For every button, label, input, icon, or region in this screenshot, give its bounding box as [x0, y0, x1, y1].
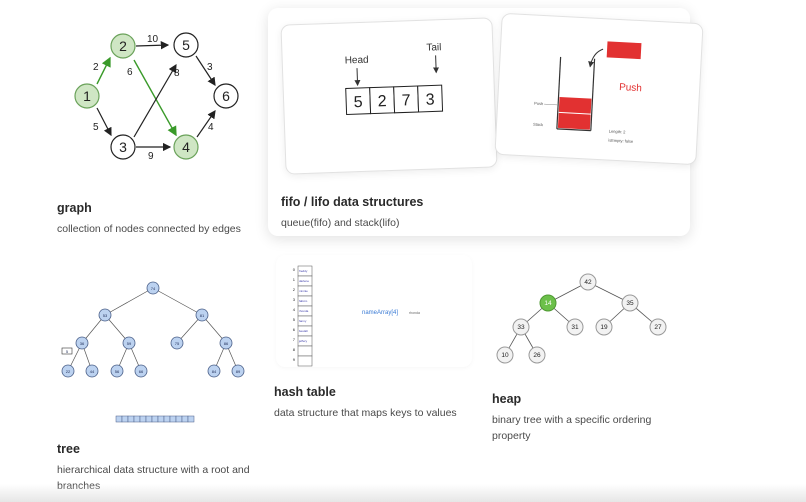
- hash-entry: rhonda: [299, 309, 309, 313]
- hash-index: 8: [293, 347, 296, 352]
- heap-node: 33: [517, 324, 525, 331]
- heap-node: 14: [544, 300, 552, 307]
- queue-cell: 2: [377, 93, 387, 110]
- heap-node: 19: [600, 324, 608, 331]
- weight-label: 5: [93, 122, 99, 133]
- hash-table-card[interactable]: 0 1 2 3 4 5 6 7 8 9 freddy darlene minni: [268, 255, 478, 430]
- array-strip: [115, 415, 195, 423]
- graph-node: 2: [119, 38, 127, 54]
- tree-node: 86: [224, 341, 229, 346]
- tree-node: 74: [151, 286, 156, 291]
- graph-node: 3: [119, 139, 127, 155]
- heap-illustration: 42 14 35 33 31 19 27 10 26: [496, 273, 667, 364]
- tree-node: 66: [139, 369, 144, 374]
- hash-index: 0: [293, 267, 296, 272]
- stack-info: isEmpty: false: [608, 138, 634, 144]
- queue-cell: 3: [425, 91, 435, 108]
- hash-index: 1: [293, 277, 296, 282]
- stack-illustration: Push Push Stack Length: 2 isEmpty: false: [494, 12, 704, 166]
- hash-result: rhonda: [409, 311, 420, 315]
- heap-node: 42: [584, 279, 592, 286]
- hash-index: 6: [293, 327, 296, 332]
- heap-node: 31: [571, 324, 579, 331]
- weight-label: 2: [93, 62, 99, 73]
- hash-entry: freddy: [299, 269, 308, 273]
- hash-entry: beulah: [299, 329, 308, 333]
- hash-entry: jeffery: [298, 339, 308, 343]
- hash-index: 5: [293, 317, 296, 322]
- heap-node: 26: [533, 352, 541, 359]
- tree-node: 84: [212, 369, 217, 374]
- graph-node: 1: [83, 88, 91, 104]
- heap-card[interactable]: 42 14 35 33 31 19 27 10 26 heap binary t…: [486, 262, 696, 452]
- hash-index: 7: [293, 337, 296, 342]
- push-label: Push: [619, 82, 642, 94]
- weight-label: 9: [148, 151, 154, 162]
- fifo-lifo-card[interactable]: Head Tail 5 2 7 3 Push Push Stack: [268, 8, 704, 236]
- tree-node: 89: [236, 369, 241, 374]
- heap-node: 10: [501, 352, 509, 359]
- tree-card[interactable]: 74 53 81 36 59 75 86 22 44 56 66 84 89 5…: [50, 270, 265, 495]
- tree-node: 75: [175, 341, 180, 346]
- graph-node: 6: [222, 88, 230, 104]
- weight-label: 4: [208, 122, 214, 133]
- card-title: hash table: [274, 385, 336, 399]
- card-description: queue(fifo) and stack(lifo): [281, 217, 400, 229]
- tree-illustration: 74 53 81 36 59 75 86 22 44 56 66 84 89 5: [61, 281, 245, 423]
- card-description: data structure that maps keys to values: [274, 407, 457, 419]
- tree-node: 59: [127, 341, 132, 346]
- hash-index: 2: [293, 287, 296, 292]
- graph-node: 5: [182, 37, 190, 53]
- card-description: collection of nodes connected by edges: [57, 223, 241, 235]
- push-block: [606, 41, 642, 60]
- stack-info: Length: 2: [609, 129, 627, 135]
- hash-entry: fabcro: [299, 299, 308, 303]
- tree-node: 22: [66, 369, 71, 374]
- tree-node: 81: [200, 313, 205, 318]
- card-title: heap: [492, 392, 522, 406]
- stack-side-label: Push: [534, 101, 543, 106]
- queue-head-label: Head: [345, 55, 369, 67]
- hash-index: 9: [293, 357, 296, 362]
- queue-cell: 5: [353, 94, 363, 111]
- weight-label: 10: [147, 34, 159, 45]
- graph-node: 4: [182, 139, 190, 155]
- hash-entry: minnie: [299, 289, 308, 293]
- weight-label: 8: [174, 68, 180, 79]
- tree-node: 44: [90, 369, 95, 374]
- heap-node: 35: [626, 300, 634, 307]
- hash-entry: darlene: [299, 279, 309, 283]
- card-title: graph: [57, 201, 92, 215]
- card-title: fifo / lifo data structures: [281, 195, 424, 209]
- tree-node: 56: [115, 369, 120, 374]
- tree-node: 5: [66, 349, 69, 354]
- hash-index: 4: [293, 307, 296, 312]
- hash-entry: fanny: [299, 319, 307, 323]
- card-description: binary tree with a specific ordering pro…: [492, 414, 652, 442]
- graph-card[interactable]: 10 2 6 8 3 5 9 4 1 2 3 4 5 6 graph colle…: [50, 20, 260, 245]
- weight-label: 3: [207, 62, 213, 73]
- hash-illustration: 0 1 2 3 4 5 6 7 8 9 freddy darlene minni: [276, 255, 472, 367]
- queue-illustration: Head Tail 5 2 7 3: [280, 17, 498, 175]
- heap-node: 27: [654, 324, 662, 331]
- queue-cell: 7: [401, 92, 411, 109]
- tree-node: 53: [103, 313, 108, 318]
- card-title: tree: [57, 442, 80, 456]
- weight-label: 6: [127, 67, 133, 78]
- tree-node: 36: [80, 341, 85, 346]
- graph-illustration: 10 2 6 8 3 5 9 4 1 2 3 4 5 6: [74, 32, 239, 162]
- stack-side-label: Stack: [533, 122, 543, 128]
- hash-index: 3: [293, 297, 296, 302]
- hash-call: nameArray[4]: [362, 310, 398, 316]
- bottom-edge: [0, 484, 806, 502]
- queue-tail-label: Tail: [426, 42, 441, 54]
